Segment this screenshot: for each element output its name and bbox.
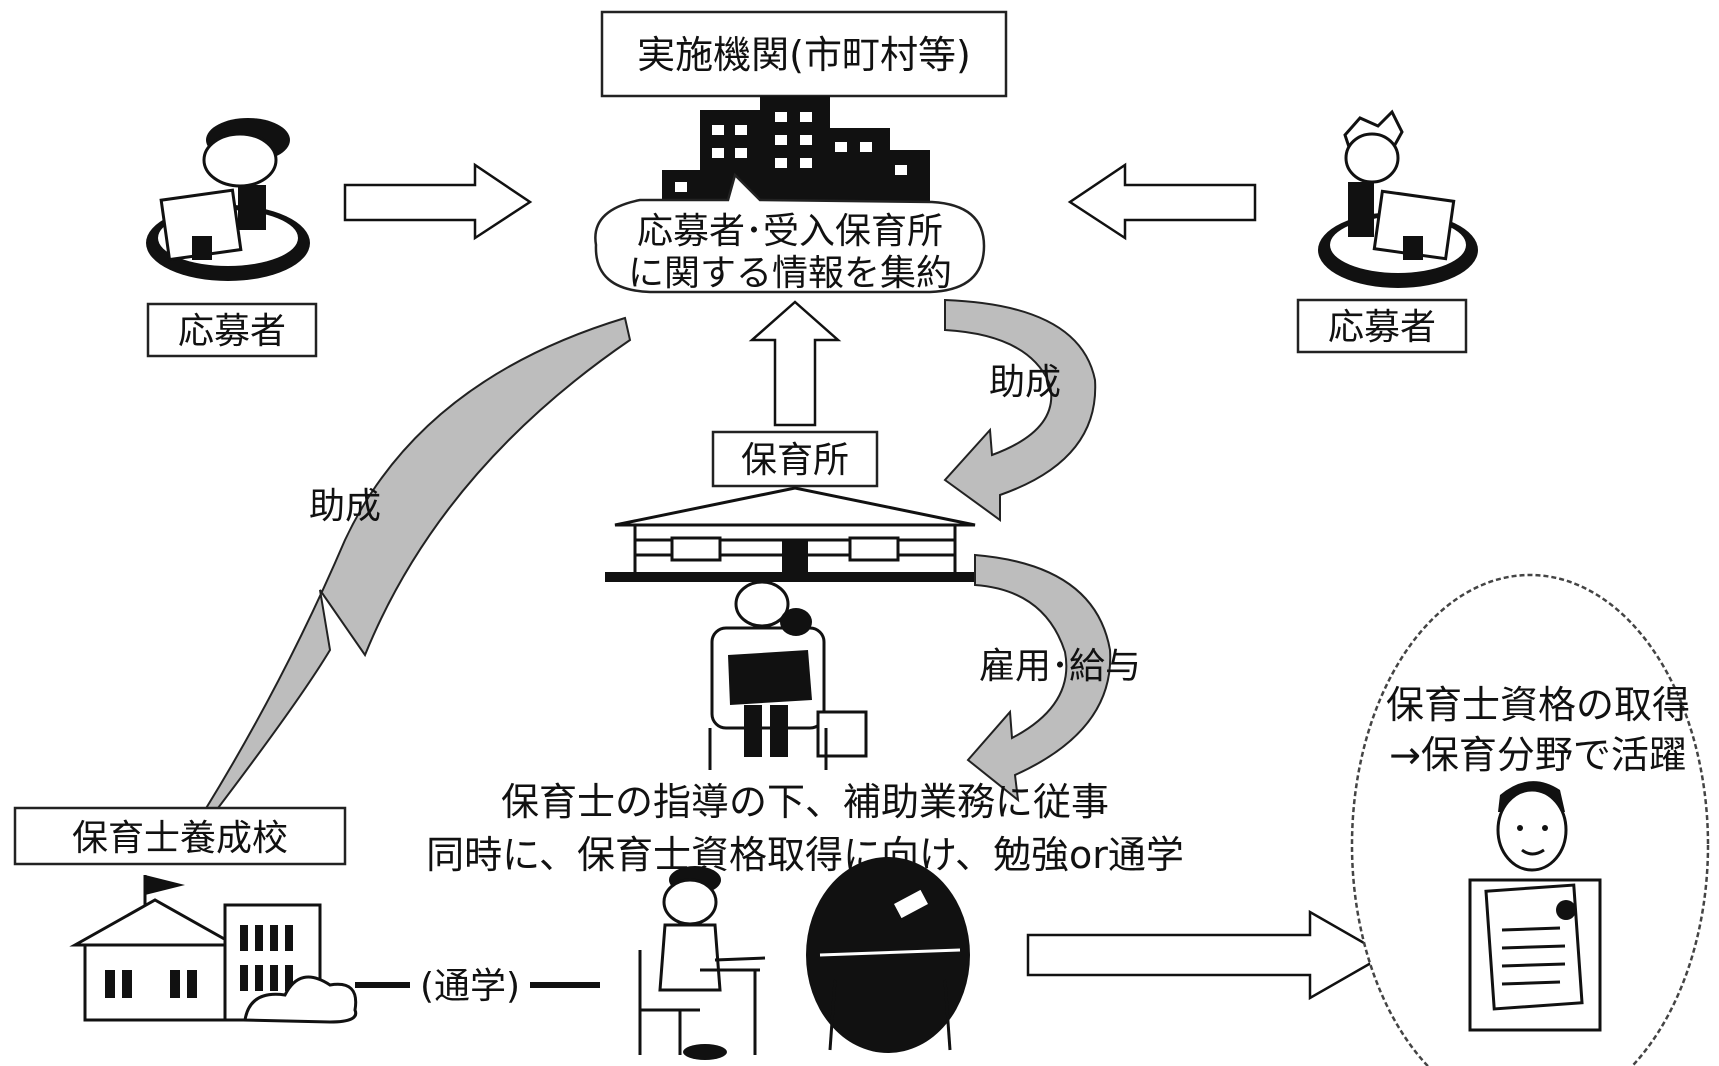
applicant-right-label: 応募者	[1328, 307, 1436, 348]
description-line1: 保育士の指導の下、補助業務に従事	[501, 780, 1109, 824]
commute-label: (通学)	[420, 966, 520, 1007]
employment-label: 雇用･給与	[979, 646, 1141, 687]
applicant-right-box	[1296, 298, 1468, 354]
caregiver-with-child-illustration	[708, 580, 868, 770]
school-building-illustration	[69, 875, 358, 1024]
arrow-agency-to-school-subsidy	[203, 316, 632, 814]
arrow-nursery-to-students-employment	[966, 553, 1112, 803]
arrow-applicant-right-to-agency	[1067, 162, 1257, 241]
result-line1: 保育士資格の取得	[1386, 683, 1690, 727]
collect-line1: 応募者･受入保育所	[637, 211, 943, 252]
info-speech-bubble	[594, 172, 986, 294]
applicant-right-illustration	[1318, 109, 1478, 288]
subsidy-right-label: 助成	[989, 362, 1061, 403]
nursery-box	[711, 430, 879, 488]
result-line2: →保育分野で活躍	[1389, 733, 1687, 777]
school-box	[13, 806, 347, 866]
agency-label: 実施機関(市町村等)	[637, 33, 971, 77]
student-studying-circle-illustration	[806, 857, 970, 1053]
nursery-label: 保育所	[741, 440, 849, 481]
nursery-building-illustration	[605, 486, 985, 582]
school-label: 保育士養成校	[72, 818, 288, 859]
collect-line2: に関する情報を集約	[628, 253, 952, 294]
arrow-nursery-to-agency	[748, 300, 842, 427]
student-at-desk-illustration	[638, 866, 766, 1060]
applicant-left-box	[146, 302, 318, 358]
qualified-caregiver-with-certificate-illustration	[1468, 781, 1602, 1032]
arrow-agency-to-nursery-subsidy	[943, 298, 1097, 522]
applicant-left-illustration	[146, 118, 310, 281]
subsidy-left-label: 助成	[309, 486, 381, 527]
arrow-applicant-left-to-agency	[343, 162, 533, 241]
description-line2: 同時に、保育士資格取得に向け、勉強or通学	[426, 833, 1184, 877]
applicant-left-label: 応募者	[178, 311, 286, 352]
agency-box	[600, 10, 1008, 98]
arrow-students-to-result	[1026, 909, 1388, 1001]
